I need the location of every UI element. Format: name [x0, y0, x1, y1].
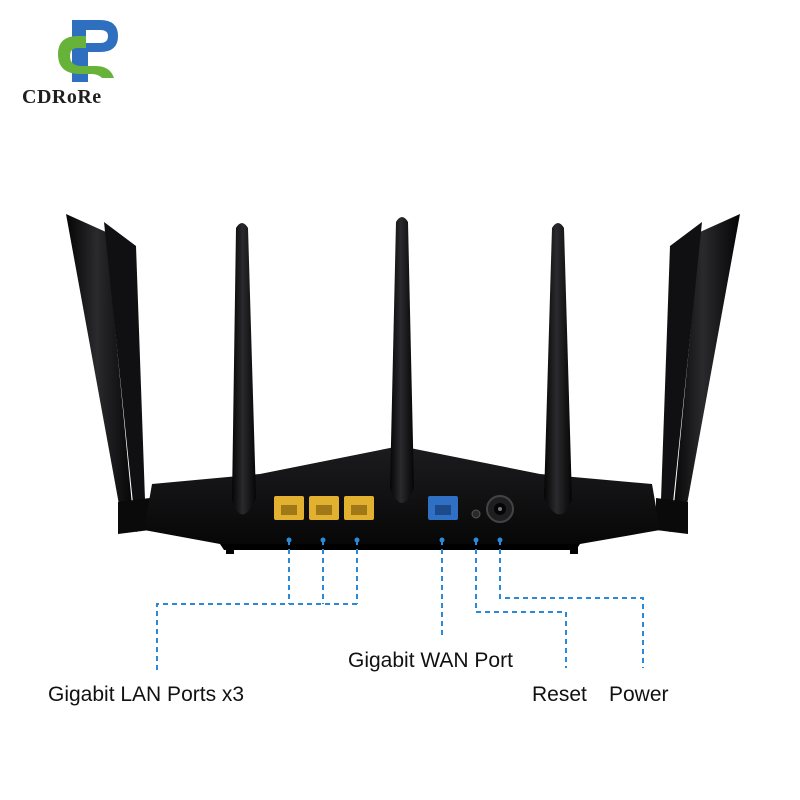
- lan-ports: [274, 496, 374, 520]
- brand-name: CDRoRe: [22, 86, 102, 108]
- power-label: Power: [609, 683, 669, 706]
- cdrore-logo-icon: [58, 20, 118, 82]
- callout-lines: [156, 540, 644, 670]
- callout-dots: [286, 537, 503, 543]
- power-jack: [486, 495, 514, 523]
- wan-port-label: Gigabit WAN Port: [348, 649, 513, 672]
- wan-port: [428, 496, 458, 520]
- lan-ports-label: Gigabit LAN Ports x3: [48, 683, 245, 706]
- left-side-antennas: [66, 214, 150, 534]
- center-antennas: [232, 217, 572, 515]
- reset-pinhole: [471, 509, 481, 519]
- reset-label: Reset: [532, 683, 587, 706]
- right-side-antennas: [656, 214, 740, 534]
